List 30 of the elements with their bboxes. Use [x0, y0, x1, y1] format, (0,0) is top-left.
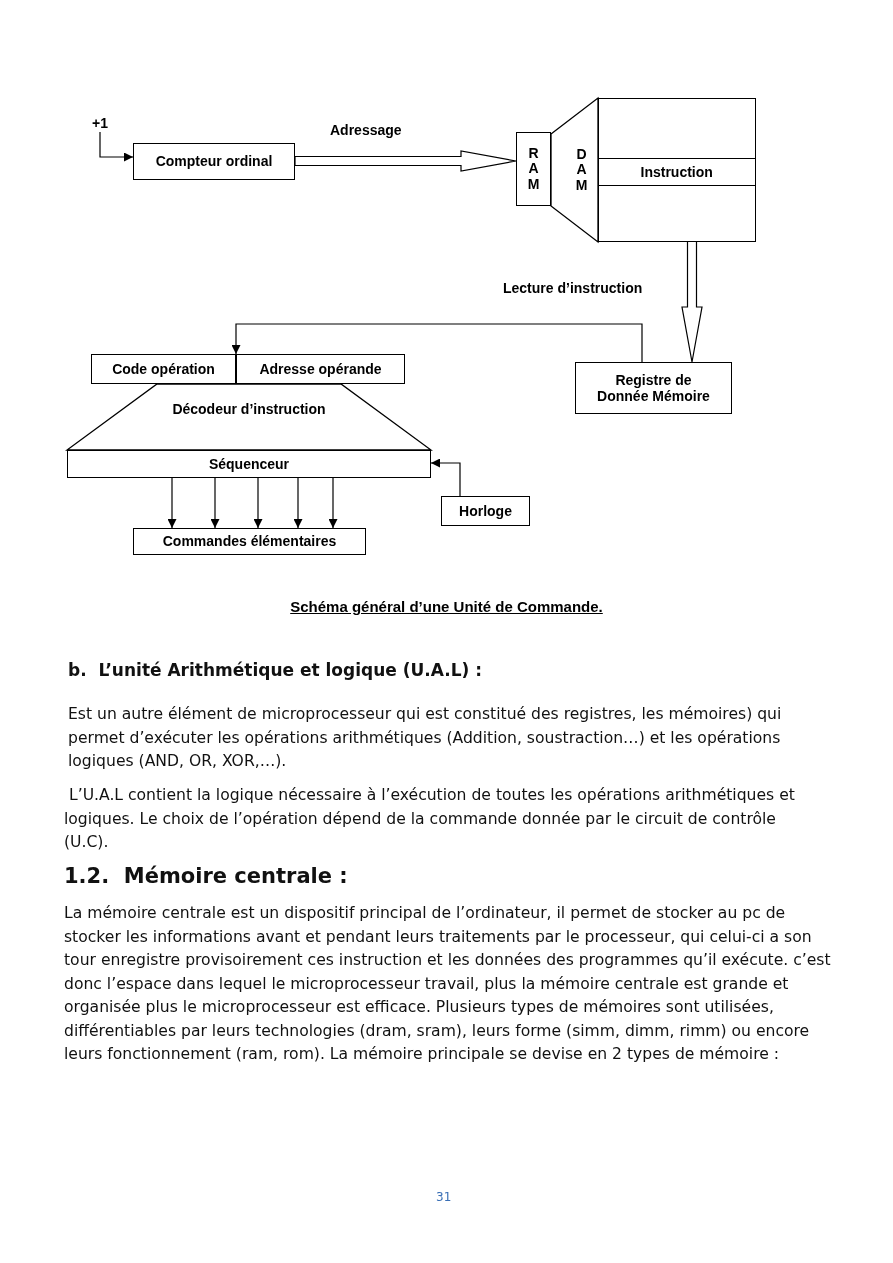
edge-label: Lecture d’instruction	[501, 280, 645, 296]
page-number: 31	[436, 1190, 452, 1204]
arrow	[253, 477, 263, 529]
paragraph: Est un autre élément de microprocesseur qui est constitué des registres, les mémoires) qui permet d’exécuter les opérations arithmétiques (Addition, soustraction…) et les opérations logiques (AND, OR, XOR,…).	[68, 704, 783, 772]
address-decoder-trapezoid: DAM	[551, 98, 598, 242]
figure-caption: Schéma général d’une Unité de Commande.	[290, 598, 603, 615]
section-heading: b. L’unité Arithmétique et logique (U.A.L) :	[68, 660, 483, 680]
sequencer-bar: Séquenceur	[67, 450, 431, 478]
opcode-field: Code opération	[91, 354, 236, 384]
arrow	[293, 477, 303, 529]
paragraph: La mémoire centrale est un dispositif principal de l’ordinateur, il permet de stocker au pc de stocker les informations avant et pendant leurs traitements par le processeur, qui celui-ci a son tour enregistre provisoirement ces instruction et les données des programmes qu’il exécute. c’est donc l’espace dans lequel le microprocesseur travail, plus la mémoire centrale est grande et organisée plus le microprocesseur est efficace. Plusieurs types de mémoires sont utilisées, différentiables par leurs technologies (dram, sram), leurs forme (simm, dimm, rimm) ou encore leurs fonctionnement (ram, rom). La mémoire principale se devise en 2 types de mémoire :	[64, 903, 832, 1065]
clock-box: Horloge	[441, 496, 530, 526]
instruction-row: Instruction	[597, 157, 756, 186]
arrow	[167, 477, 177, 529]
arrow	[328, 477, 338, 529]
register-box: Registre de Donnée Mémoire	[575, 362, 732, 414]
arrow	[430, 458, 461, 497]
arrow	[99, 131, 134, 162]
increment-label: +1	[92, 114, 116, 132]
arrow	[231, 323, 643, 363]
commands-box: Commandes élémentaires	[133, 528, 366, 555]
arrow	[210, 477, 220, 529]
edge-label: Adressage	[328, 122, 404, 138]
register-box: Compteur ordinal	[133, 143, 295, 180]
instruction-decoder-trapezoid: Décodeur d’instruction	[67, 384, 431, 450]
hollow-arrow	[294, 150, 517, 172]
paragraph: L’U.A.L contient la logique nécessaire à l’exécution de toutes les opérations arithmétiques et logiques. Le choix de l’opération dépend de la commande donnée par le circuit de contrôle (U.C).	[64, 785, 796, 853]
section-heading: 1.2. Mémoire centrale :	[64, 864, 348, 888]
operand-address-field: Adresse opérande	[236, 354, 405, 384]
ram-box: RAM	[516, 132, 551, 206]
